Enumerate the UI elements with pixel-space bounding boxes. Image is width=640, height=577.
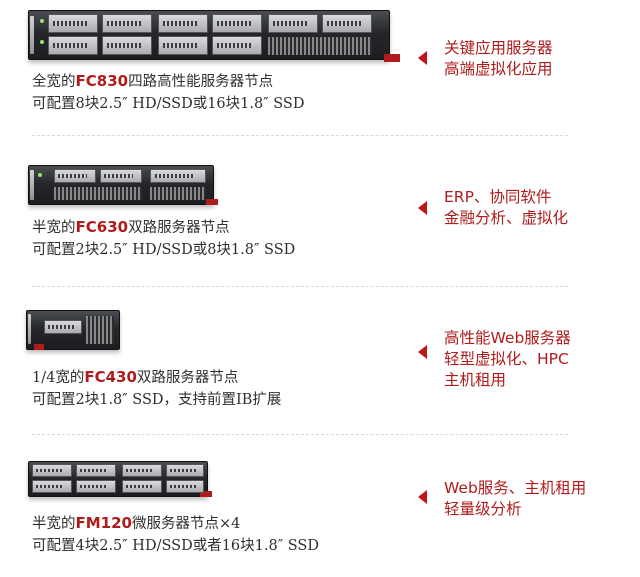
fm120-app-1: Web服务、主机租用	[444, 479, 587, 497]
fm120-config: 可配置4块2.5″ HD/SSD或者16块1.8″ SSD	[32, 538, 319, 554]
section-divider-2	[32, 286, 568, 287]
fc630-title: 半宽的FC630双路服务器节点	[32, 218, 230, 236]
product-fc430: 1/4宽的FC430双路服务器节点 可配置2块1.8″ SSD，支持前置IB扩展…	[0, 300, 640, 430]
fc830-applications: 关键应用服务器 高端虚拟化应用	[444, 38, 553, 80]
fm120-description: 半宽的FM120微服务器节点×4 可配置4块2.5″ HD/SSD或者16块1.…	[32, 512, 319, 557]
product-fc830: 全宽的FC830四路高性能服务器节点 可配置8块2.5″ HD/SSD或16块1…	[0, 0, 640, 135]
fc630-server-image	[28, 165, 220, 215]
fc430-app-2: 轻型虚拟化、HPC	[444, 350, 569, 368]
fc630-config: 可配置2块2.5″ HD/SSD或8块1.8″ SSD	[32, 242, 296, 258]
fm120-app-2: 轻量级分析	[444, 500, 522, 518]
fc830-app-2: 高端虚拟化应用	[444, 60, 553, 78]
fc430-server-image	[26, 310, 126, 356]
fc830-server-image	[28, 10, 400, 68]
fc430-applications: 高性能Web服务器 轻型虚拟化、HPC 主机租用	[444, 328, 571, 391]
section-divider-3	[32, 434, 568, 435]
fc430-app-1: 高性能Web服务器	[444, 329, 571, 347]
fc630-app-2: 金融分析、虚拟化	[444, 209, 569, 227]
product-fm120: 半宽的FM120微服务器节点×4 可配置4块2.5″ HD/SSD或者16块1.…	[0, 450, 640, 577]
fc430-description: 1/4宽的FC430双路服务器节点 可配置2块1.8″ SSD，支持前置IB扩展	[32, 366, 281, 411]
fc430-app-3: 主机租用	[444, 371, 507, 389]
fc830-model: FC830	[75, 72, 129, 90]
fc630-app-1: ERP、协同软件	[444, 188, 552, 206]
fm120-applications: Web服务、主机租用 轻量级分析	[444, 478, 586, 520]
fc830-config: 可配置8块2.5″ HD/SSD或16块1.8″ SSD	[32, 96, 305, 112]
fc630-model: FC630	[75, 218, 129, 236]
fc830-title: 全宽的FC830四路高性能服务器节点	[32, 72, 274, 90]
fc630-arrow-icon	[418, 201, 427, 215]
fm120-title: 半宽的FM120微服务器节点×4	[32, 514, 241, 532]
fc830-description: 全宽的FC830四路高性能服务器节点 可配置8块2.5″ HD/SSD或16块1…	[32, 70, 304, 115]
fm120-server-image	[28, 461, 214, 505]
product-fc630: 半宽的FC630双路服务器节点 可配置2块2.5″ HD/SSD或8块1.8″ …	[0, 150, 640, 280]
fc830-app-1: 关键应用服务器	[444, 39, 553, 57]
fc630-applications: ERP、协同软件 金融分析、虚拟化	[444, 187, 568, 229]
fc630-description: 半宽的FC630双路服务器节点 可配置2块2.5″ HD/SSD或8块1.8″ …	[32, 216, 295, 261]
fc430-arrow-icon	[418, 345, 427, 359]
section-divider-1	[32, 135, 568, 136]
fm120-arrow-icon	[418, 490, 427, 504]
fc430-title: 1/4宽的FC430双路服务器节点	[32, 368, 239, 386]
fm120-model: FM120	[75, 514, 132, 532]
fc430-model: FC430	[84, 368, 137, 386]
fc430-config: 可配置2块1.8″ SSD，支持前置IB扩展	[32, 392, 282, 408]
fc830-arrow-icon	[418, 51, 427, 65]
